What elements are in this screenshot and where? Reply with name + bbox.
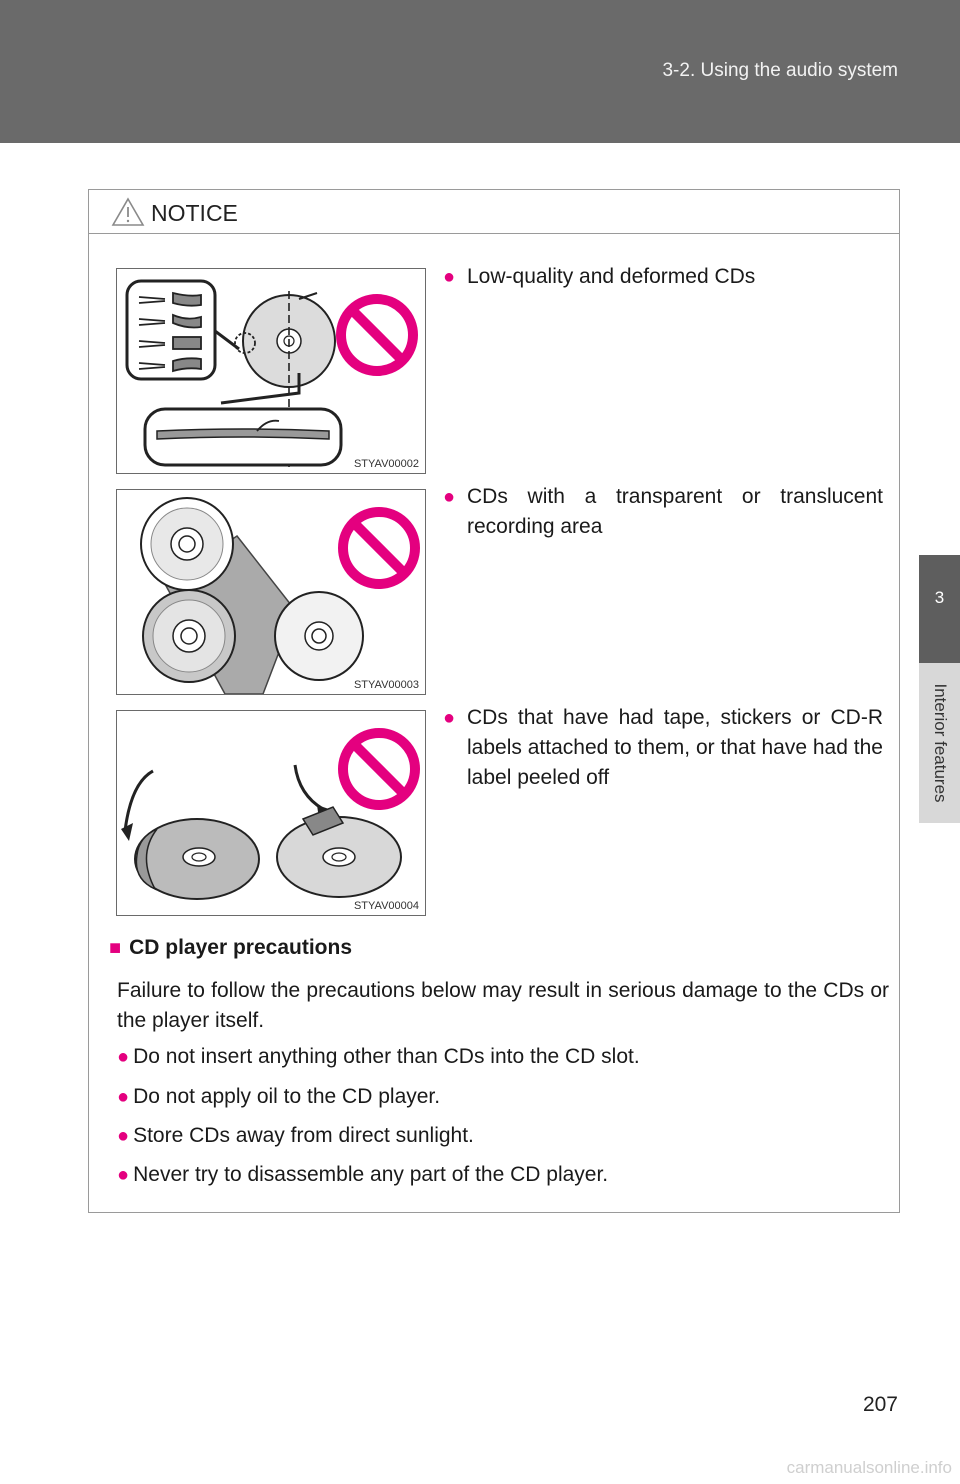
section-heading-text: CD player precautions — [129, 936, 352, 959]
list-item-text: Do not apply oil to the CD player. — [133, 1085, 441, 1108]
list-item: ●Do not apply oil to the CD player. — [117, 1082, 440, 1112]
figure-labeled-cds: STYAV00004 — [116, 710, 426, 916]
precautions-paragraph: Failure to follow the precautions below … — [117, 979, 889, 1032]
section-breadcrumb: 3-2. Using the audio system — [662, 60, 898, 81]
notice-header: NOTICE — [89, 190, 899, 234]
bullet-icon: ● — [117, 1046, 130, 1068]
labeled-cd-illustration — [121, 728, 420, 900]
figure-deformed-cds: STYAV00002 — [116, 268, 426, 474]
deformed-cd-illustration — [125, 279, 418, 469]
figure-code: STYAV00002 — [353, 458, 419, 470]
figure-code: STYAV00004 — [353, 900, 419, 912]
section-heading: ■ CD player precautions — [109, 936, 352, 960]
chapter-label-tab: Interior features — [919, 663, 960, 823]
watermark: carmanualsonline.info — [786, 1458, 952, 1477]
figure-caption-text: CDs that have had tape, stickers or CD-R… — [467, 706, 883, 789]
figure-caption-text: CDs with a transparent or translucent re… — [467, 485, 883, 538]
figure-transparent-cds: STYAV00003 — [116, 489, 426, 695]
list-item: ●Do not insert anything other than CDs i… — [117, 1042, 640, 1072]
bullet-icon: ● — [443, 707, 456, 729]
list-item-text: Never try to disassemble any part of the… — [133, 1163, 609, 1186]
page-number: 207 — [862, 1393, 898, 1416]
list-item-text: Store CDs away from direct sunlight. — [133, 1124, 474, 1147]
notice-box: NOTICE STYAV00002 — [88, 189, 900, 1213]
figure-caption: ● CDs that have had tape, stickers or CD… — [443, 703, 883, 793]
page-header: 3-2. Using the audio system — [0, 0, 960, 143]
chapter-label: Interior features — [930, 683, 950, 803]
transparent-cd-illustration — [140, 497, 420, 694]
list-item-text: Do not insert anything other than CDs in… — [133, 1045, 640, 1068]
figure-caption-text: Low-quality and deformed CDs — [467, 265, 756, 288]
chapter-number: 3 — [934, 588, 945, 607]
figure-code: STYAV00003 — [353, 679, 419, 691]
square-bullet-icon: ■ — [109, 937, 122, 959]
list-item: ●Store CDs away from direct sunlight. — [117, 1121, 474, 1151]
bullet-icon: ● — [117, 1164, 130, 1186]
bullet-icon: ● — [443, 486, 456, 508]
bullet-icon: ● — [117, 1086, 130, 1108]
bullet-icon: ● — [443, 266, 456, 288]
warning-triangle-icon — [111, 197, 145, 226]
bullet-icon: ● — [117, 1125, 130, 1147]
figure-caption: ● Low-quality and deformed CDs — [443, 262, 883, 292]
figure-caption: ● CDs with a transparent or translucent … — [443, 482, 883, 542]
notice-title: NOTICE — [151, 200, 238, 226]
list-item: ●Never try to disassemble any part of th… — [117, 1160, 608, 1190]
chapter-tab — [919, 555, 960, 663]
